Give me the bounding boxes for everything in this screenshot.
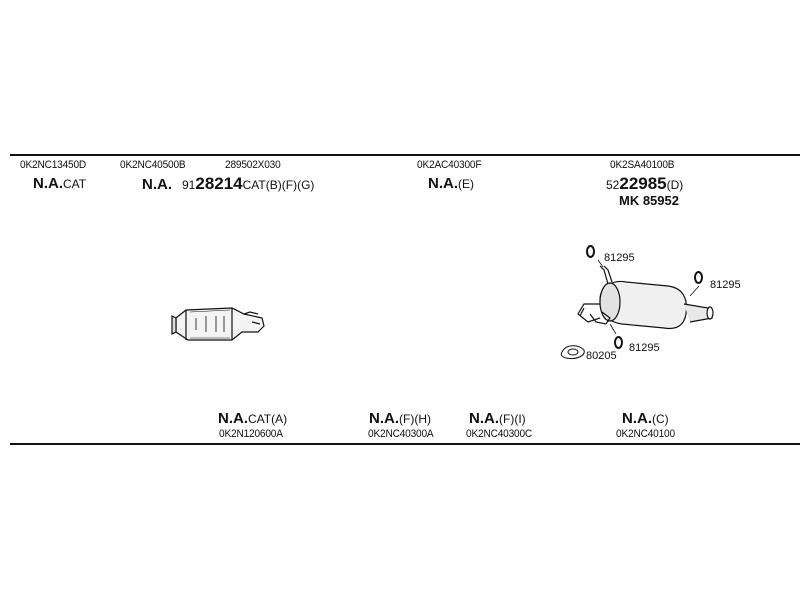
- ring-a-number: 81295: [604, 252, 635, 264]
- part-prefix: 52: [606, 178, 620, 192]
- label-na-mid-cat: N.A. 9128214CAT(B)(F)(G): [142, 175, 314, 193]
- na-text: N.A.: [142, 176, 172, 193]
- label-na-e: N.A.(E): [428, 176, 474, 192]
- na-text: N.A.: [469, 410, 499, 427]
- variant-text: (E): [458, 177, 474, 191]
- code-bottom-fi: 0K2NC40300C: [466, 428, 533, 440]
- top-divider-line: [10, 154, 800, 156]
- o-ring-icon: [614, 336, 623, 349]
- label-bottom-c: N.A.(C): [622, 411, 669, 427]
- na-text: N.A.: [428, 175, 458, 192]
- ring-b-number: 81295: [710, 279, 741, 291]
- part-number: 22985: [619, 174, 667, 193]
- na-text: N.A.: [33, 175, 63, 192]
- na-text: N.A.: [369, 410, 399, 427]
- na-text: N.A.: [218, 410, 248, 427]
- gasket-number: 80205: [586, 350, 617, 362]
- label-na-cat: N.A.CAT: [33, 176, 86, 192]
- leader-ring-c: [609, 323, 617, 335]
- variant-text: (C): [652, 412, 669, 426]
- variant-text: (F)(H): [399, 412, 431, 426]
- code-catalyst-mid: 289502X030: [225, 159, 281, 171]
- code-catalyst-front: 0K2NC13450D: [20, 159, 87, 171]
- cat-variant-text: CAT(B)(F)(G): [242, 178, 315, 192]
- code-center-pipe: 0K2AC40300F: [417, 159, 482, 171]
- bottom-divider-line: [10, 443, 800, 445]
- o-ring-icon: [586, 245, 595, 258]
- label-bottom-cat-a: N.A.CAT(A): [218, 411, 287, 427]
- label-bottom-fi: N.A.(F)(I): [469, 411, 526, 427]
- variant-text: (D): [666, 178, 684, 192]
- ring-c-number: 81295: [629, 342, 660, 354]
- cat-text: CAT: [63, 177, 87, 191]
- o-ring-icon: [694, 271, 703, 284]
- na-text: N.A.: [622, 410, 652, 427]
- rear-muffler-drawing: [577, 265, 714, 330]
- code-rear-muffler: 0K2SA40100B: [610, 159, 675, 171]
- code-bottom-c: 0K2NC40100: [616, 428, 675, 440]
- leader-ring-a: [597, 259, 604, 268]
- variant-text: CAT(A): [248, 412, 288, 426]
- gasket-drawing: [560, 345, 585, 359]
- label-part-d: 5222985(D): [606, 175, 683, 193]
- code-front-pipe: 0K2NC40500B: [120, 159, 186, 171]
- label-bottom-fh: N.A.(F)(H): [369, 411, 431, 427]
- label-mk: MK 85952: [619, 193, 679, 208]
- part-prefix: 91: [182, 178, 196, 192]
- variant-text: (F)(I): [499, 412, 526, 426]
- catalytic-converter-drawing: [171, 307, 265, 341]
- code-bottom-fh: 0K2NC40300A: [368, 428, 434, 440]
- leader-ring-b: [689, 285, 700, 297]
- part-number: 28214: [195, 174, 243, 193]
- code-bottom-cat-a: 0K2N120600A: [219, 428, 283, 440]
